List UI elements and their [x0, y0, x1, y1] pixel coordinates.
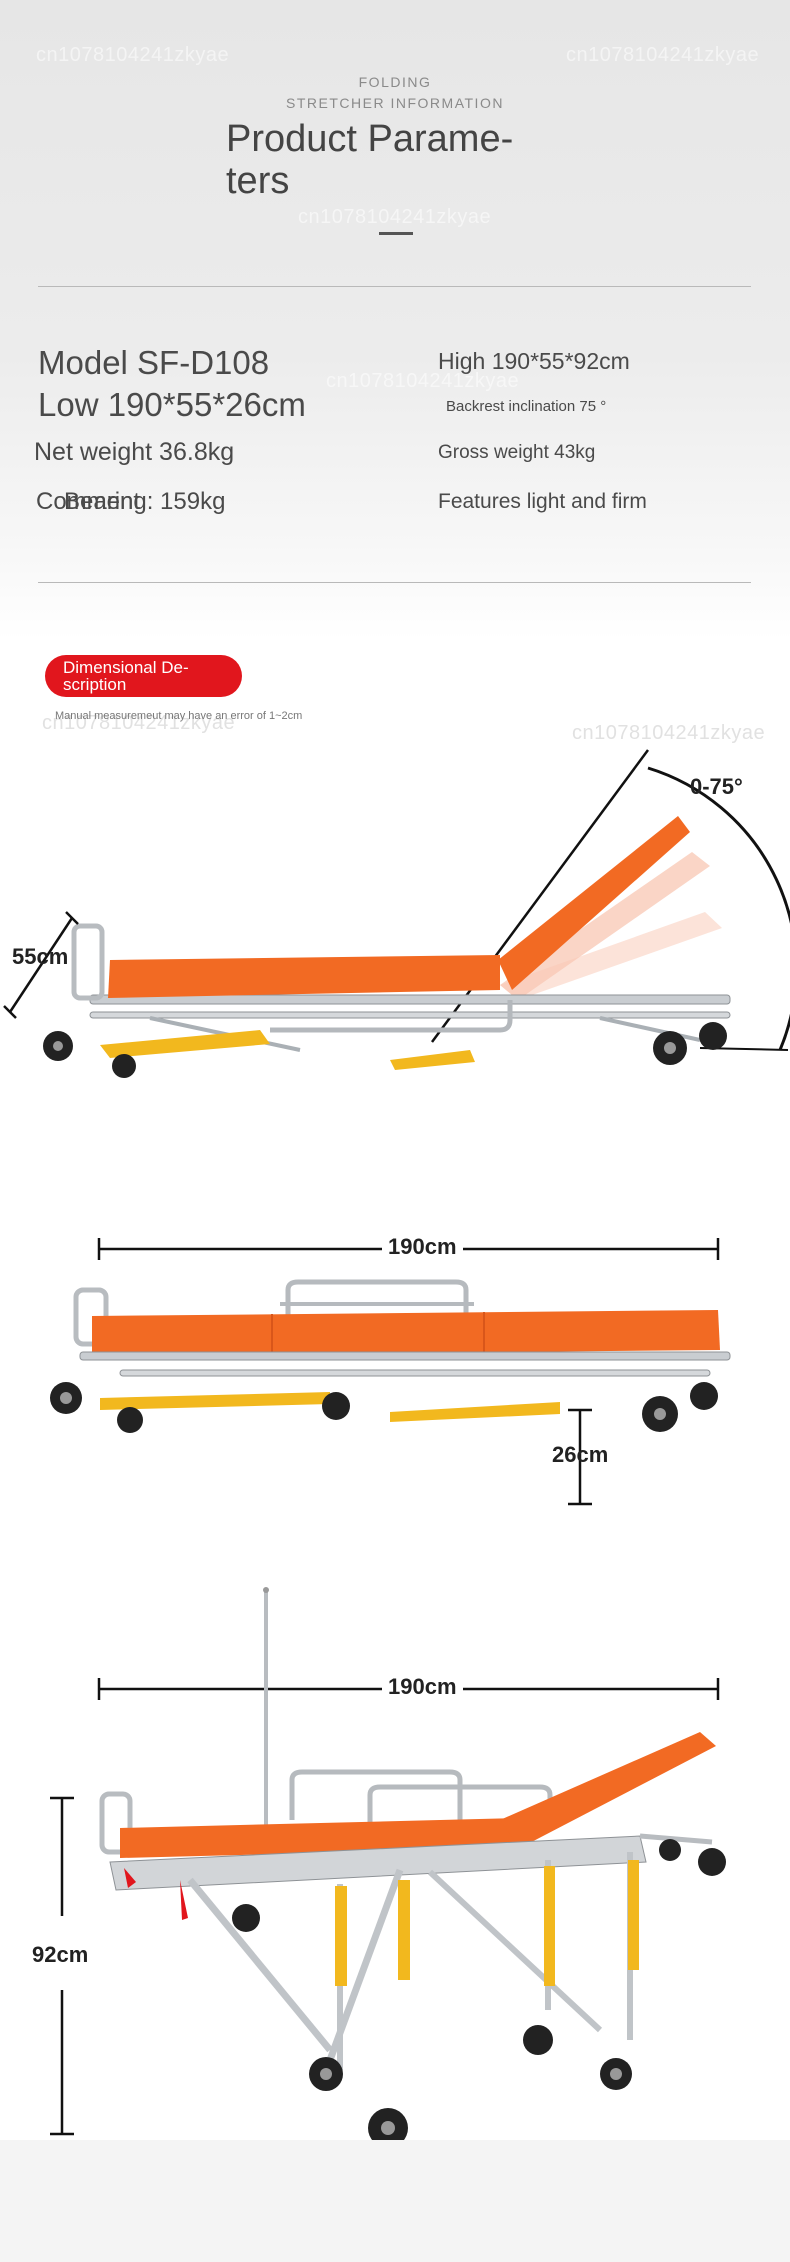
- strap: [544, 1866, 555, 1986]
- width-dimension-line: [8, 917, 74, 1013]
- angle-arc: [647, 766, 790, 1051]
- frame-rail: [119, 1369, 711, 1377]
- frame-rail: [79, 1351, 731, 1361]
- divider: [38, 582, 751, 583]
- net-weight-text: Net weight 36.8kg: [34, 438, 235, 466]
- head-rail: [71, 923, 105, 1001]
- badge-line: scription: [63, 675, 127, 694]
- side-rail: [289, 1769, 463, 1820]
- frame-handle: [270, 1000, 513, 1033]
- title-divider: [379, 232, 413, 235]
- comment-text: Comment: [36, 488, 141, 515]
- frame-leg: [187, 1877, 333, 2053]
- stretcher-reclined-illustration: [3, 749, 790, 1078]
- watermark: cn1078104241zkyae: [572, 722, 766, 744]
- strap: [390, 1402, 560, 1422]
- backrest-text: Backrest inclination 75 °: [446, 398, 607, 415]
- section-subtitle: STRETCHER INFORMATION: [286, 95, 504, 111]
- page-title-line: Product Parame-: [226, 118, 514, 160]
- wheel: [322, 1392, 350, 1420]
- page-title-line: ters: [226, 160, 290, 202]
- measurement-note: Manual measuremeut may have an error of …: [55, 710, 303, 722]
- model-text: Model SF-D108: [38, 344, 270, 381]
- stretcher-low-illustration: [50, 1238, 731, 1506]
- length-label: 190cm: [382, 1234, 463, 1260]
- wheel: [699, 1022, 727, 1050]
- strap: [398, 1880, 410, 1980]
- wheel: [690, 1382, 718, 1410]
- strap: [100, 1030, 270, 1058]
- wheel: [117, 1407, 143, 1433]
- backrest-ghost: [500, 852, 710, 1000]
- watermark: cn1078104241zkyae: [42, 712, 236, 734]
- wheel: [659, 1839, 681, 1861]
- watermark: cn1078104241zkyae: [36, 44, 230, 66]
- high-size-text: High 190*55*92cm: [438, 348, 630, 374]
- backrest-mattress: [500, 1732, 716, 1848]
- frame-leg: [427, 1869, 603, 2033]
- divider: [38, 286, 751, 287]
- watermark: cn1078104241zkyae: [326, 370, 520, 392]
- head-rail: [99, 1791, 133, 1855]
- side-rail: [367, 1784, 553, 1822]
- backrest-mattress: [498, 816, 690, 990]
- height-label: 92cm: [32, 1942, 89, 1967]
- page-title: Product Parame- ters: [226, 118, 586, 202]
- mattress: [92, 1310, 720, 1356]
- frame-rail: [89, 1011, 731, 1019]
- frame-leg: [599, 1016, 701, 1042]
- angle-label: 0-75°: [690, 774, 743, 799]
- gross-weight-text: Gross weight 43kg: [438, 442, 596, 463]
- header-background: [0, 0, 790, 640]
- angle-guide-line: [430, 749, 650, 1043]
- section-subtitle: FOLDING: [358, 74, 432, 90]
- strap: [628, 1860, 639, 1970]
- height-label: 26cm: [552, 1442, 609, 1467]
- width-label: 55cm: [12, 944, 69, 969]
- length-label: 190cm: [382, 1674, 463, 1700]
- bearing-value: Bearing: 159kg: [64, 488, 226, 515]
- strap: [100, 1392, 330, 1410]
- wheel: [112, 1054, 136, 1078]
- dimensional-description-badge: Dimensional De- scription: [45, 655, 242, 697]
- features-text: Features light and firm: [438, 490, 647, 513]
- watermark: cn1078104241zkyae: [566, 44, 760, 66]
- mattress: [108, 955, 500, 998]
- footer-background: [0, 2140, 790, 2262]
- side-rail: [285, 1279, 469, 1340]
- stretcher-high-illustration: [50, 1587, 726, 2148]
- badge-line: Dimensional De-: [63, 658, 189, 677]
- wheel: [232, 1904, 260, 1932]
- strap: [335, 1886, 347, 1986]
- watermark: cn1078104241zkyae: [298, 206, 492, 228]
- wheel: [523, 2025, 553, 2055]
- wheel: [698, 1848, 726, 1876]
- strap: [390, 1050, 475, 1070]
- low-size-text: Low 190*55*26cm: [38, 386, 306, 423]
- backrest-ghost: [500, 912, 722, 1000]
- frame-rail: [109, 1835, 647, 1891]
